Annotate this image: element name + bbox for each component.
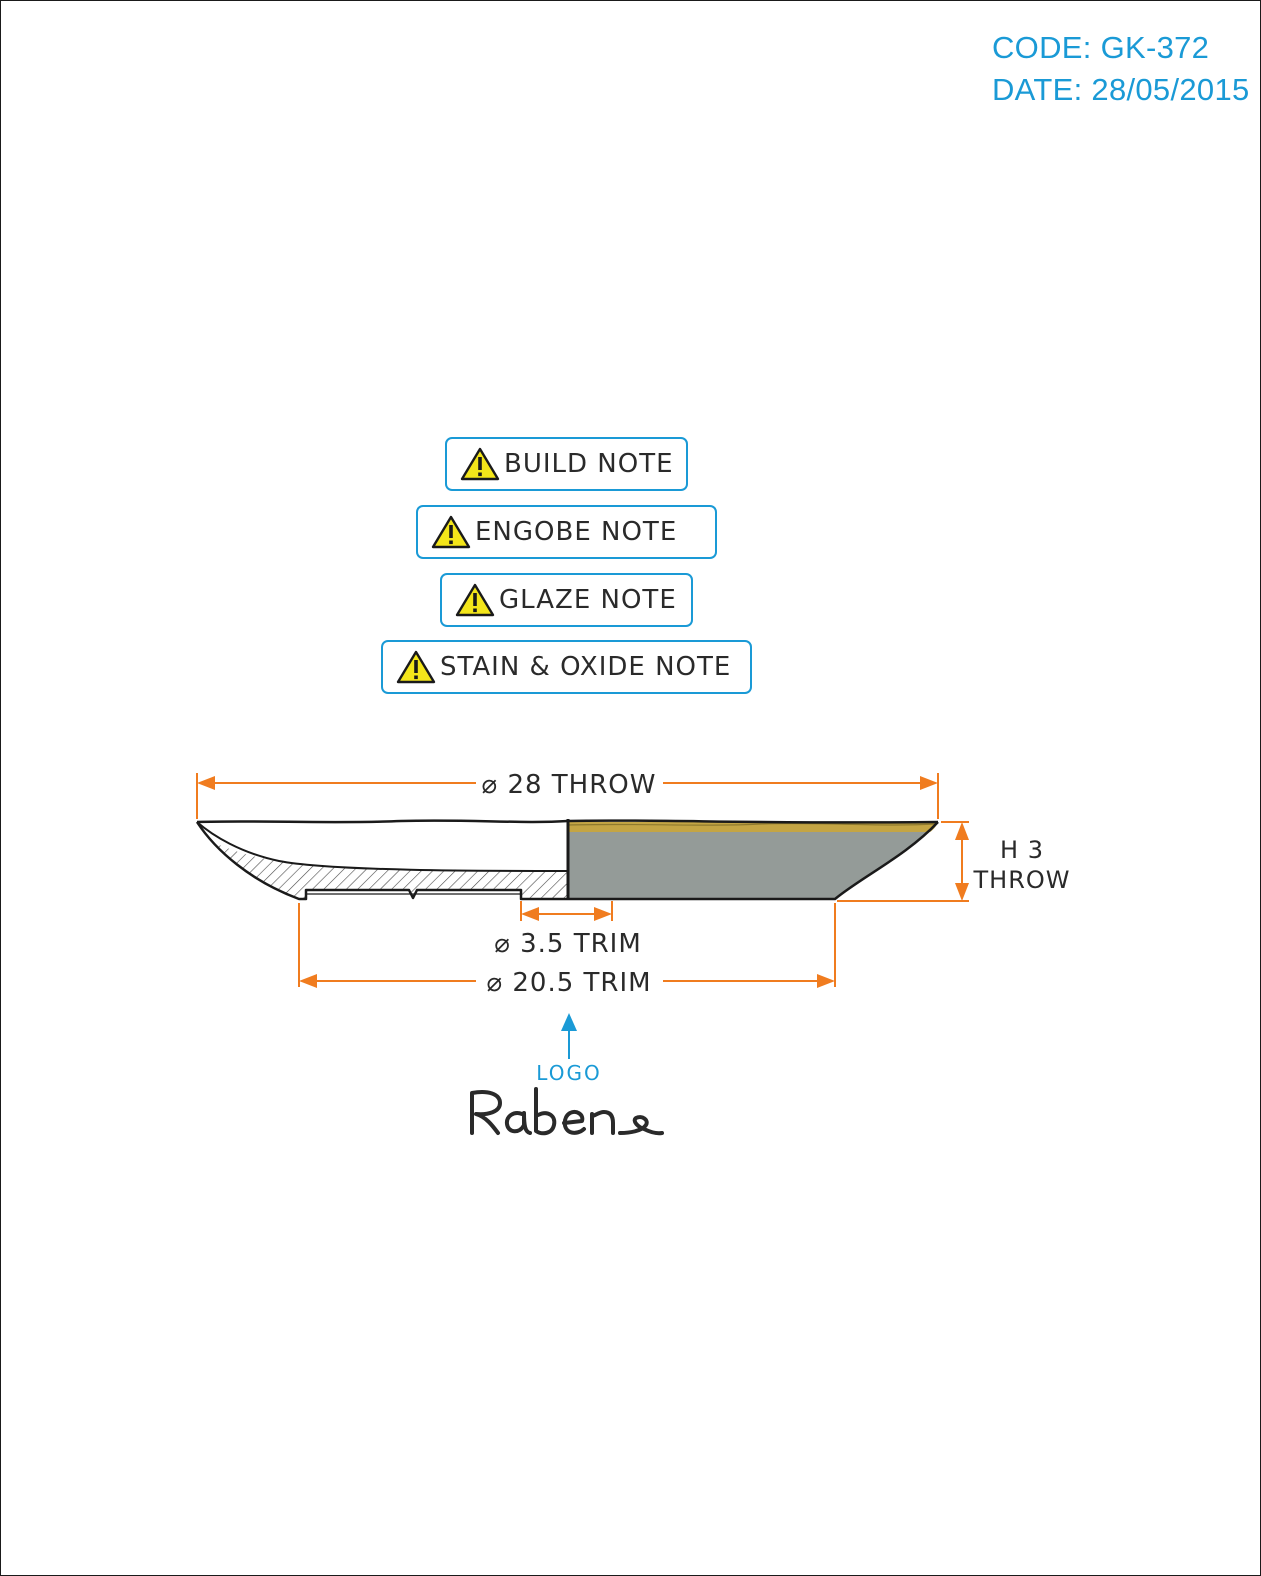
- logo-arrow: [561, 1013, 577, 1059]
- warning-triangle-icon: [460, 447, 500, 481]
- warning-triangle-icon: [431, 515, 471, 549]
- base-diameter-label: ⌀ 20.5 TRIM: [486, 968, 651, 998]
- note-label: GLAZE NOTE: [499, 585, 677, 615]
- logo-label: LOGO: [536, 1061, 602, 1085]
- inner-diameter-label: ⌀ 3.5 TRIM: [494, 929, 642, 959]
- product-code: CODE: GK-372: [992, 30, 1210, 65]
- section-wall: [197, 822, 568, 871]
- inner-diameter-dimension: ⌀ 3.5 TRIM: [494, 901, 642, 959]
- note-label: STAIN & OXIDE NOTE: [440, 652, 732, 682]
- drawing-date: DATE: 28/05/2015: [992, 72, 1250, 107]
- height-label-line1: H 3: [1000, 836, 1044, 864]
- warning-triangle-icon: [455, 583, 495, 617]
- note-label: BUILD NOTE: [504, 449, 674, 479]
- rim-diameter-label: ⌀ 28 THROW: [482, 770, 657, 800]
- glazed-elevation: [568, 822, 938, 899]
- glaze-note-button[interactable]: GLAZE NOTE: [440, 573, 693, 627]
- build-note-button[interactable]: BUILD NOTE: [445, 437, 688, 491]
- height-dimension: H 3 THROW: [837, 821, 1070, 902]
- note-label: ENGOBE NOTE: [475, 517, 678, 547]
- engobe-note-button[interactable]: ENGOBE NOTE: [416, 505, 717, 559]
- warning-triangle-icon: [396, 650, 436, 684]
- rabens-logo: [470, 1087, 664, 1136]
- plate-outline: [195, 821, 939, 901]
- rim-diameter-dimension: ⌀ 28 THROW: [196, 770, 939, 819]
- height-label-line2: THROW: [972, 866, 1070, 894]
- stain-oxide-note-button[interactable]: STAIN & OXIDE NOTE: [381, 640, 752, 694]
- base-diameter-dimension: ⌀ 20.5 TRIM: [298, 903, 836, 998]
